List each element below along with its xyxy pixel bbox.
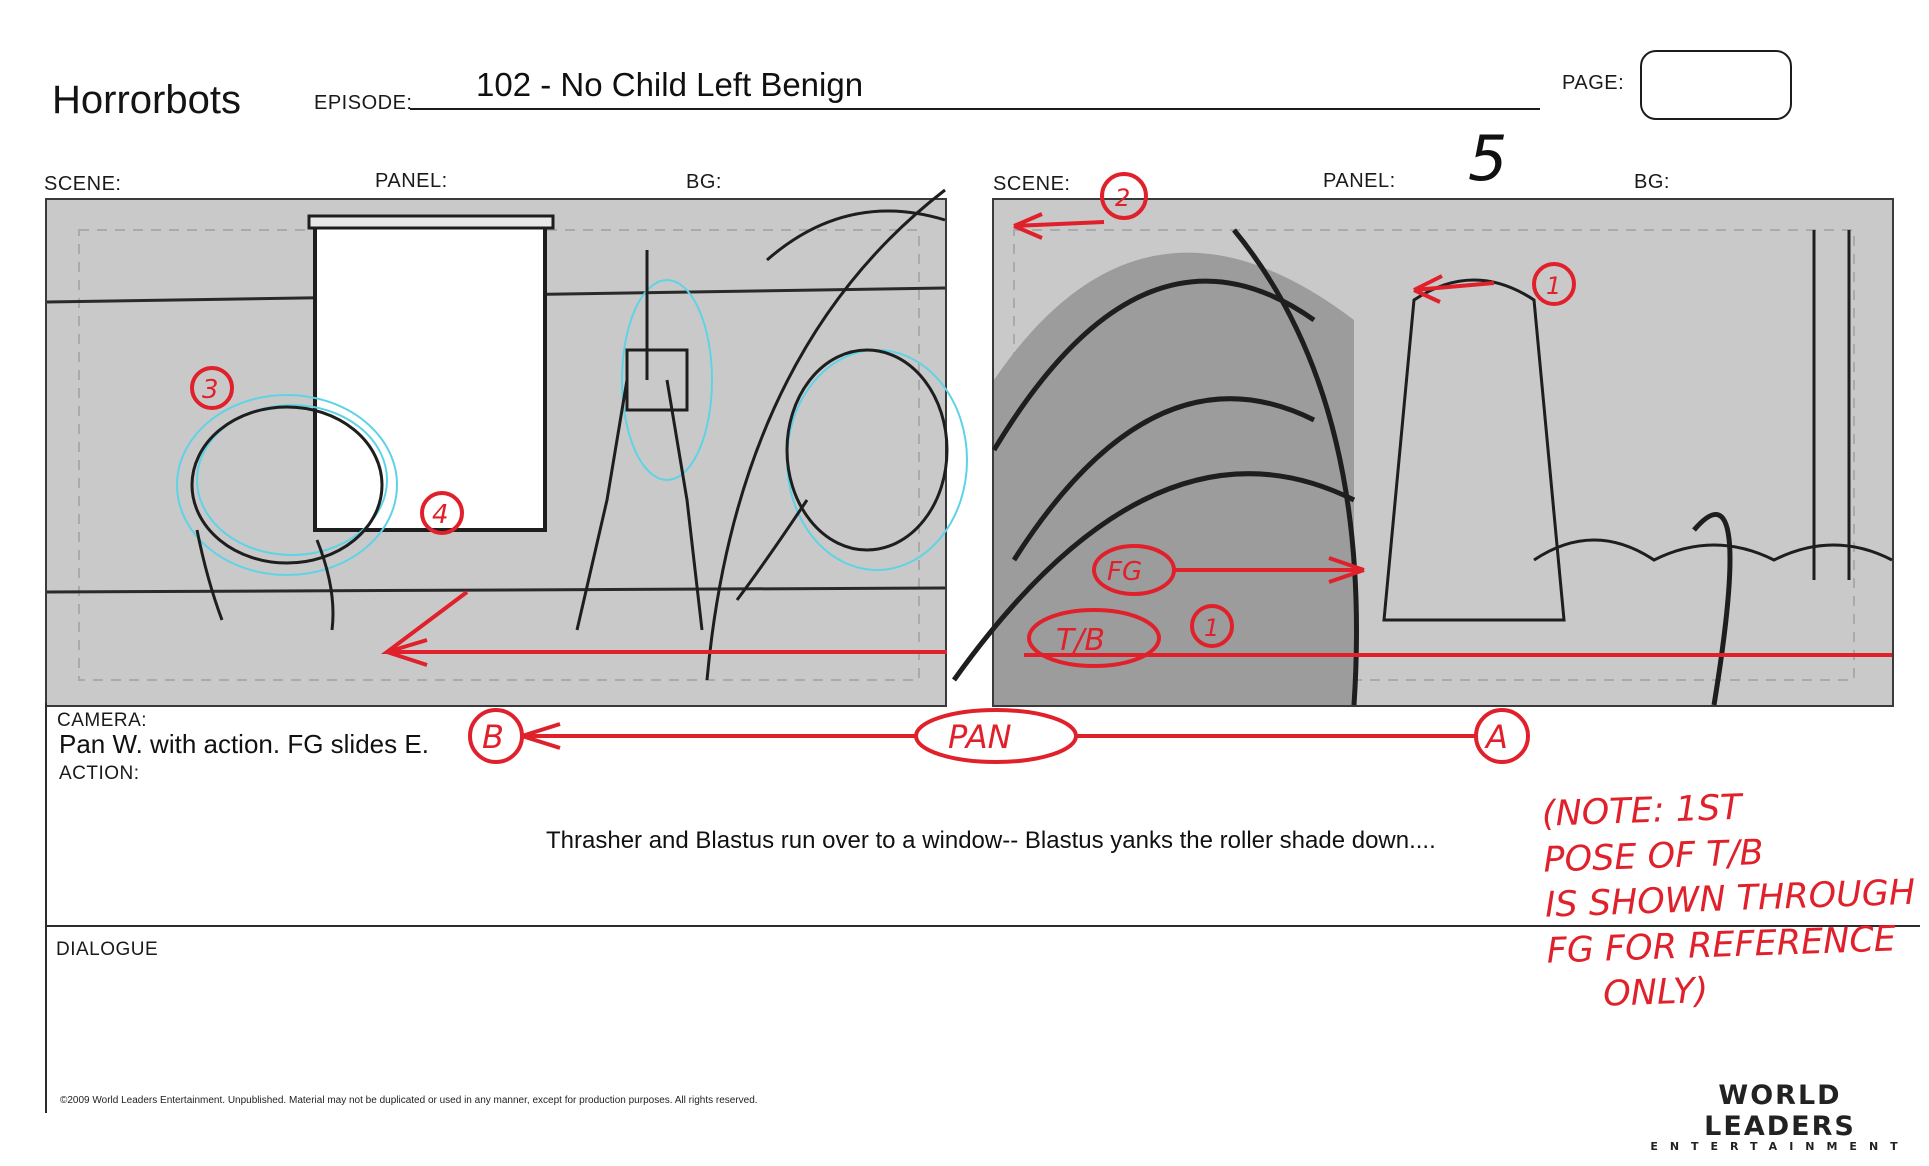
anno-4: 4	[432, 500, 449, 530]
copyright-notice: ©2009 World Leaders Entertainment. Unpub…	[60, 1095, 758, 1106]
anno-a: A	[1484, 718, 1508, 756]
panel-label-right: PANEL:	[1323, 170, 1396, 192]
anno-3: 3	[202, 375, 219, 405]
page-number-box[interactable]	[1640, 50, 1792, 120]
sketch-right: FG T/B 1 1 2	[951, 172, 1893, 706]
episode-value: 102 - No Child Left Benign	[476, 66, 864, 103]
scene-label-left: SCENE:	[44, 173, 122, 195]
anno-tb: T/B	[1056, 623, 1105, 658]
dialogue-label: DIALOGUE	[56, 939, 159, 960]
camera-value: Pan W. with action. FG slides E.	[59, 729, 429, 759]
page-label: PAGE:	[1562, 72, 1625, 94]
panel-number-handwritten: 5	[1468, 122, 1508, 195]
episode-label: EPISODE:	[314, 92, 413, 114]
form-left-border	[45, 703, 47, 1113]
handwritten-note: (NOTE: 1ST POSE OF T/B IS SHOWN THROUGH …	[1541, 779, 1929, 1020]
anno-fg: FG	[1107, 557, 1142, 587]
anno-pan: PAN	[948, 718, 1012, 756]
action-label: ACTION:	[59, 763, 140, 784]
storyboard-panel-right: FG T/B 1 1 2	[951, 172, 1894, 707]
dialogue-divider	[46, 925, 1920, 927]
logo-main-text: WORLD LEADERS	[1704, 1080, 1856, 1142]
storyboard-panel-left: 3 4	[45, 188, 968, 707]
panel-label-left: PANEL:	[375, 170, 448, 192]
camera-label: CAMERA:	[57, 710, 148, 731]
action-value: Thrasher and Blastus run over to a windo…	[546, 827, 1436, 854]
scene-label-right: SCENE:	[993, 173, 1071, 195]
episode-underline	[410, 108, 1540, 110]
anno-2: 2	[1115, 184, 1130, 212]
bg-label-right: BG:	[1634, 171, 1670, 193]
bg-label-left: BG:	[686, 171, 722, 193]
pan-arrow: B A PAN	[468, 708, 1530, 764]
logo-sub-text: ENTERTAINMENT	[1650, 1140, 1910, 1153]
anno-1-upper: 1	[1546, 272, 1561, 300]
anno-1-lower: 1	[1204, 614, 1219, 642]
sketch-left: 3 4	[46, 188, 968, 681]
company-logo: WORLD LEADERS ENTERTAINMENT	[1640, 1080, 1920, 1153]
show-title: Horrorbots	[52, 78, 241, 122]
anno-b: B	[482, 718, 504, 756]
